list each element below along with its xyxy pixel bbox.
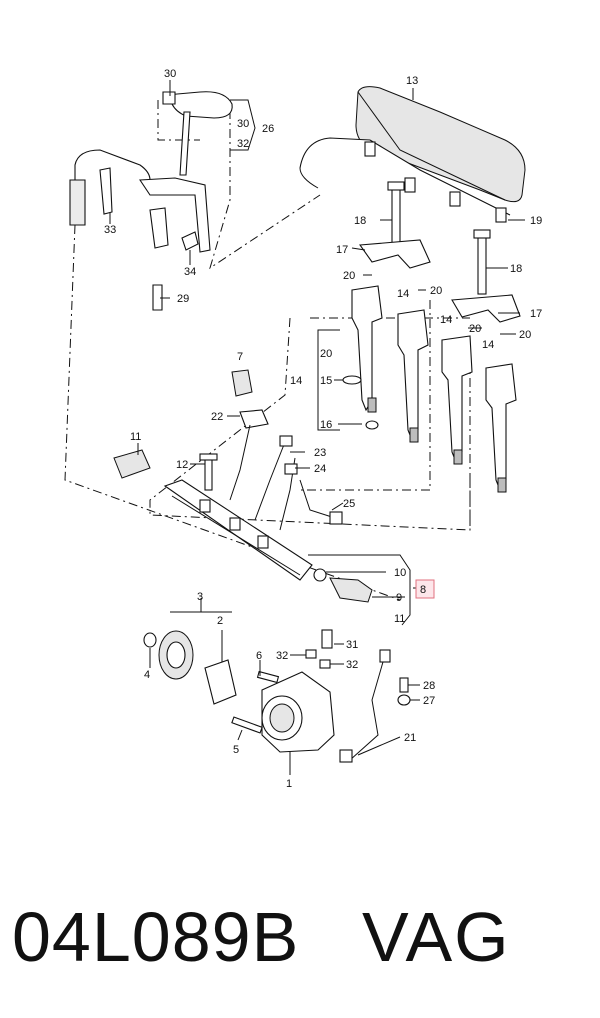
callout-5: 5	[233, 744, 239, 756]
callout-6: 6	[256, 650, 262, 662]
callout-10: 10	[394, 567, 406, 579]
callout-14-a: 14	[397, 288, 409, 300]
callout-8: 8	[420, 584, 426, 596]
callout-25: 25	[343, 498, 355, 510]
pressure-regulator	[313, 568, 373, 603]
callout-9: 9	[396, 592, 402, 604]
callout-18-left: 18	[354, 215, 366, 227]
callout-20-a: 20	[343, 270, 355, 282]
return-line	[305, 629, 411, 763]
fuel-lines	[229, 424, 343, 531]
callout-19: 19	[530, 215, 542, 227]
callout-29: 29	[177, 293, 189, 305]
fuel-injectors	[342, 285, 517, 493]
callout-32-b: 32	[346, 659, 358, 671]
callout-27: 27	[423, 695, 435, 707]
callout-12: 12	[176, 459, 188, 471]
callout-21: 21	[404, 732, 416, 744]
callout-11-bottom: 11	[394, 613, 405, 625]
injector-clamps	[358, 181, 521, 323]
callout-14-b: 14	[440, 314, 452, 326]
callout-14-c: 14	[482, 339, 494, 351]
callout-28: 28	[423, 680, 435, 692]
brand-name: VAG	[362, 898, 511, 976]
vacuum-hose-assembly	[69, 91, 233, 311]
footer: 04L089B VAG	[0, 892, 600, 992]
callout-16: 16	[320, 419, 332, 431]
wiring-harness	[299, 137, 511, 223]
callout-17-right: 17	[530, 308, 542, 320]
callout-14-d: 14	[290, 375, 302, 387]
callout-32-a: 32	[276, 650, 288, 662]
callout-labels: 30 30 26 32 33 34 29 13 19 18 17 20 20 1…	[104, 68, 542, 790]
callout-17-left: 17	[336, 244, 348, 256]
callout-1: 1	[286, 778, 292, 790]
assembly-boundary-lines	[64, 100, 471, 601]
fuel-rail	[163, 479, 313, 581]
callout-18-right: 18	[510, 263, 522, 275]
callout-20-d: 20	[519, 329, 531, 341]
callout-34: 34	[184, 266, 196, 278]
callout-22: 22	[211, 411, 223, 423]
callout-11-top: 11	[130, 431, 141, 443]
callout-7: 7	[237, 351, 243, 363]
callout-3: 3	[197, 591, 203, 603]
callout-15: 15	[320, 375, 332, 387]
pump-drive-gear	[143, 630, 237, 705]
callout-24: 24	[314, 463, 326, 475]
high-pressure-pump	[231, 670, 335, 753]
callout-30-top: 30	[164, 68, 176, 80]
callout-8-highlight	[415, 579, 435, 599]
callout-20-b: 20	[430, 285, 442, 297]
pressure-sensor	[113, 449, 151, 479]
callout-32-top: 32	[237, 138, 249, 150]
exploded-parts-diagram: 30 30 26 32 33 34 29 13 19 18 17 20 20 1…	[64, 68, 542, 790]
callout-2: 2	[217, 615, 223, 627]
callout-23: 23	[314, 447, 326, 459]
callout-30: 30	[237, 118, 249, 130]
part-code: 04L089B	[12, 898, 300, 976]
callout-13: 13	[406, 75, 418, 87]
callout-31: 31	[346, 639, 358, 651]
callout-20-e: 20	[320, 348, 332, 360]
callout-20-c: 20	[469, 323, 481, 335]
callout-4: 4	[144, 669, 150, 681]
misc-small-parts	[199, 369, 269, 491]
leader-lines	[109, 80, 525, 775]
callout-33: 33	[104, 224, 116, 236]
callout-26: 26	[262, 123, 274, 135]
